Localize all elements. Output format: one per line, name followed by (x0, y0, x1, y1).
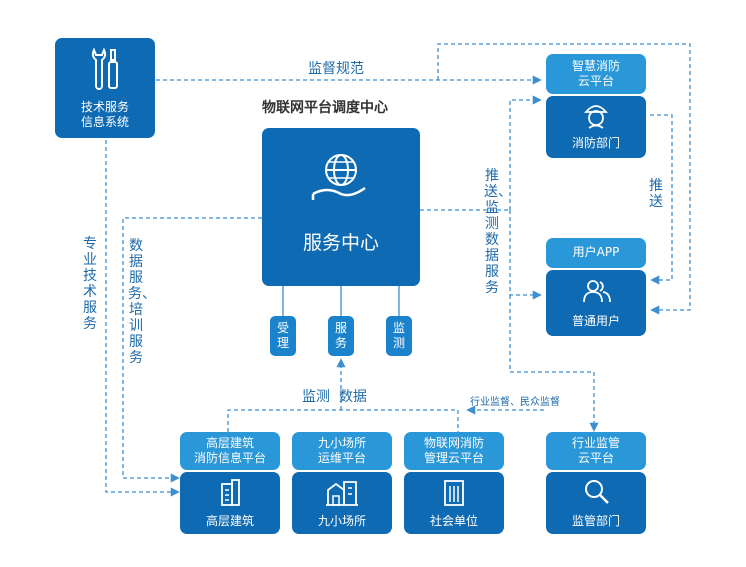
industry-header: 行业监管 云平台 (546, 432, 646, 470)
smart-fire-header-text: 智慧消防 云平台 (571, 59, 620, 88)
line-supervise-top (437, 43, 691, 315)
globe-hand-icon (311, 154, 366, 200)
user-app-body: 普通用户 (546, 270, 646, 336)
user-app-header: 用户APP (546, 238, 646, 268)
service-center-box: 服务中心 (262, 128, 420, 286)
user-app-header-text: 用户APP (572, 245, 620, 259)
tech-service-box: 技术服务 信息系统 (55, 38, 155, 138)
sub-box-monitor: 监测 (386, 316, 412, 356)
smart-fire-body: 消防部门 (546, 96, 646, 158)
industry-header-text: 行业监管 云平台 (571, 436, 620, 465)
line-data-train (122, 217, 262, 483)
label-push-monitor: 推送、监测数据服务 (484, 168, 512, 296)
tools-icon (91, 47, 118, 90)
line-monitor-data (227, 409, 459, 432)
smart-fire-body-text: 消防部门 (571, 136, 620, 150)
sub-box-accept: 受理 (270, 316, 296, 356)
line-to-userapp (509, 210, 542, 300)
shops-icon (326, 481, 358, 506)
building-icon (221, 479, 240, 506)
center-title: 物联网平台调度中心 (262, 100, 388, 116)
sub-box-monitor-label: 监测 (392, 321, 405, 350)
line-push (650, 114, 673, 285)
industry-body-text: 监管部门 (571, 514, 620, 528)
highrise-body: 高层建筑 (180, 472, 280, 534)
sub-box-service-label: 服务 (334, 321, 347, 350)
label-data-train: 数据服务、培训服务 (128, 238, 156, 366)
highrise-header: 高层建筑 消防信息平台 (180, 432, 280, 470)
nine-small-body: 九小场所 (292, 472, 392, 534)
label-industry-public: 行业监督、民众监督 (470, 397, 560, 408)
sub-box-accept-label: 受理 (276, 321, 289, 350)
iot-fire-body: 社会单位 (404, 472, 504, 534)
tech-service-title: 技术服务 信息系统 (80, 100, 129, 129)
nine-small-header-text: 九小场所 运维平台 (317, 436, 366, 465)
magnifier-icon (585, 480, 609, 504)
label-push: 推送 (649, 178, 663, 210)
nine-small-body-text: 九小场所 (317, 514, 366, 528)
highrise-body-text: 高层建筑 (205, 514, 254, 528)
office-icon (444, 480, 464, 506)
industry-body: 监管部门 (546, 472, 646, 534)
iot-fire-header-text: 物联网消防 管理云平台 (423, 436, 484, 465)
line-to-smartfire (509, 95, 542, 210)
service-sub-lines (282, 286, 400, 316)
iot-fire-body-text: 社会单位 (429, 514, 478, 528)
connector-lines (105, 43, 691, 497)
label-pro-tech: 专业技术服务 (83, 236, 97, 332)
highrise-header-text: 高层建筑 消防信息平台 (193, 436, 266, 465)
sub-box-service: 服务 (328, 316, 354, 356)
iot-fire-header: 物联网消防 管理云平台 (404, 432, 504, 470)
service-center-title: 服务中心 (302, 232, 379, 254)
line-to-industry (509, 295, 599, 432)
users-icon (583, 280, 611, 303)
label-supervise: 监督规范 (308, 61, 364, 77)
firefighter-icon (584, 105, 608, 129)
nine-small-header: 九小场所 运维平台 (292, 432, 392, 470)
smart-fire-header: 智慧消防 云平台 (546, 54, 646, 94)
line-pro-tech (105, 140, 180, 497)
user-app-body-text: 普通用户 (571, 314, 620, 328)
label-monitor-data: 监测 数据 (302, 389, 367, 405)
